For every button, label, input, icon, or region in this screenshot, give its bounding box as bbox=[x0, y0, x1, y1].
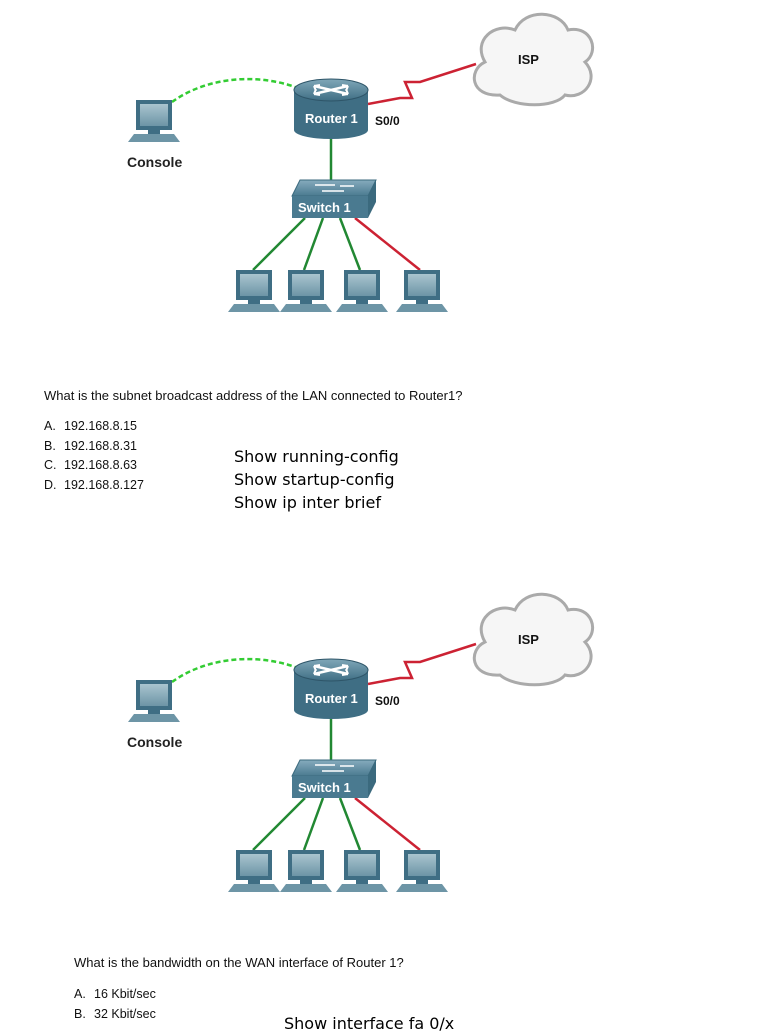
network-diagram-2: ISP Router 1 S0/0 Switch 1 Console bbox=[0, 580, 768, 910]
network-diagram-1: ISP Router 1 S0/0 Switch 1 Console bbox=[0, 0, 768, 330]
handwritten-notes-1: Show running-config Show startup-config … bbox=[234, 445, 399, 514]
lan-link bbox=[302, 797, 325, 851]
switch-label: Switch 1 bbox=[298, 200, 351, 215]
pc-icon bbox=[336, 850, 388, 892]
wan-link bbox=[367, 62, 477, 106]
lan-link bbox=[338, 797, 362, 851]
wan-link bbox=[367, 642, 477, 686]
question-1-choices: A.192.168.8.15 B.192.168.8.31 C.192.168.… bbox=[44, 417, 144, 495]
lan-link bbox=[354, 797, 421, 851]
choice-a: A.192.168.8.15 bbox=[44, 419, 137, 433]
console-pc-icon bbox=[128, 680, 180, 722]
lan-link bbox=[252, 797, 306, 851]
diagram-graphic bbox=[128, 12, 595, 312]
note-line: Show running-config bbox=[234, 447, 399, 466]
switch-icon bbox=[291, 179, 377, 218]
choice-a: A.16 Kbit/sec bbox=[74, 987, 156, 1001]
router-label: Router 1 bbox=[305, 111, 358, 126]
console-link bbox=[171, 657, 299, 684]
switch-icon bbox=[291, 759, 377, 798]
pc-icon bbox=[396, 850, 448, 892]
router-label: Router 1 bbox=[305, 691, 358, 706]
isp-cloud-icon bbox=[472, 12, 595, 107]
switch-label: Switch 1 bbox=[298, 780, 351, 795]
choice-b: B.192.168.8.31 bbox=[44, 438, 137, 453]
lan-link bbox=[354, 217, 421, 271]
choice-b: B.32 Kbit/sec bbox=[74, 1006, 156, 1021]
pc-icon bbox=[228, 270, 280, 312]
pc-icon bbox=[280, 850, 332, 892]
lan-link bbox=[338, 217, 362, 271]
pc-icon bbox=[228, 850, 280, 892]
console-link bbox=[171, 77, 299, 104]
pc-icon bbox=[336, 270, 388, 312]
lan-link bbox=[252, 217, 306, 271]
console-pc-icon bbox=[128, 100, 180, 142]
console-label: Console bbox=[127, 734, 183, 750]
router-icon bbox=[293, 78, 369, 139]
isp-label: ISP bbox=[518, 52, 539, 67]
console-label: Console bbox=[127, 154, 183, 170]
lan-link bbox=[302, 217, 325, 271]
note-line: Show startup-config bbox=[234, 470, 395, 489]
isp-label: ISP bbox=[518, 632, 539, 647]
port-label: S0/0 bbox=[375, 114, 400, 128]
choice-d: D.192.168.8.127 bbox=[44, 477, 144, 492]
port-label: S0/0 bbox=[375, 694, 400, 708]
pc-icon bbox=[280, 270, 332, 312]
pc-icon bbox=[396, 270, 448, 312]
router-icon bbox=[293, 658, 369, 719]
isp-cloud-icon bbox=[472, 592, 595, 687]
question-1-text: What is the subnet broadcast address of … bbox=[44, 388, 463, 403]
choice-c: C.192.168.8.63 bbox=[44, 458, 137, 472]
diagram-graphic bbox=[128, 592, 595, 892]
question-2-text: What is the bandwidth on the WAN interfa… bbox=[74, 955, 404, 970]
question-2-choices: A.16 Kbit/sec B.32 Kbit/sec bbox=[74, 985, 156, 1024]
note-line: Show ip inter brief bbox=[234, 493, 381, 512]
